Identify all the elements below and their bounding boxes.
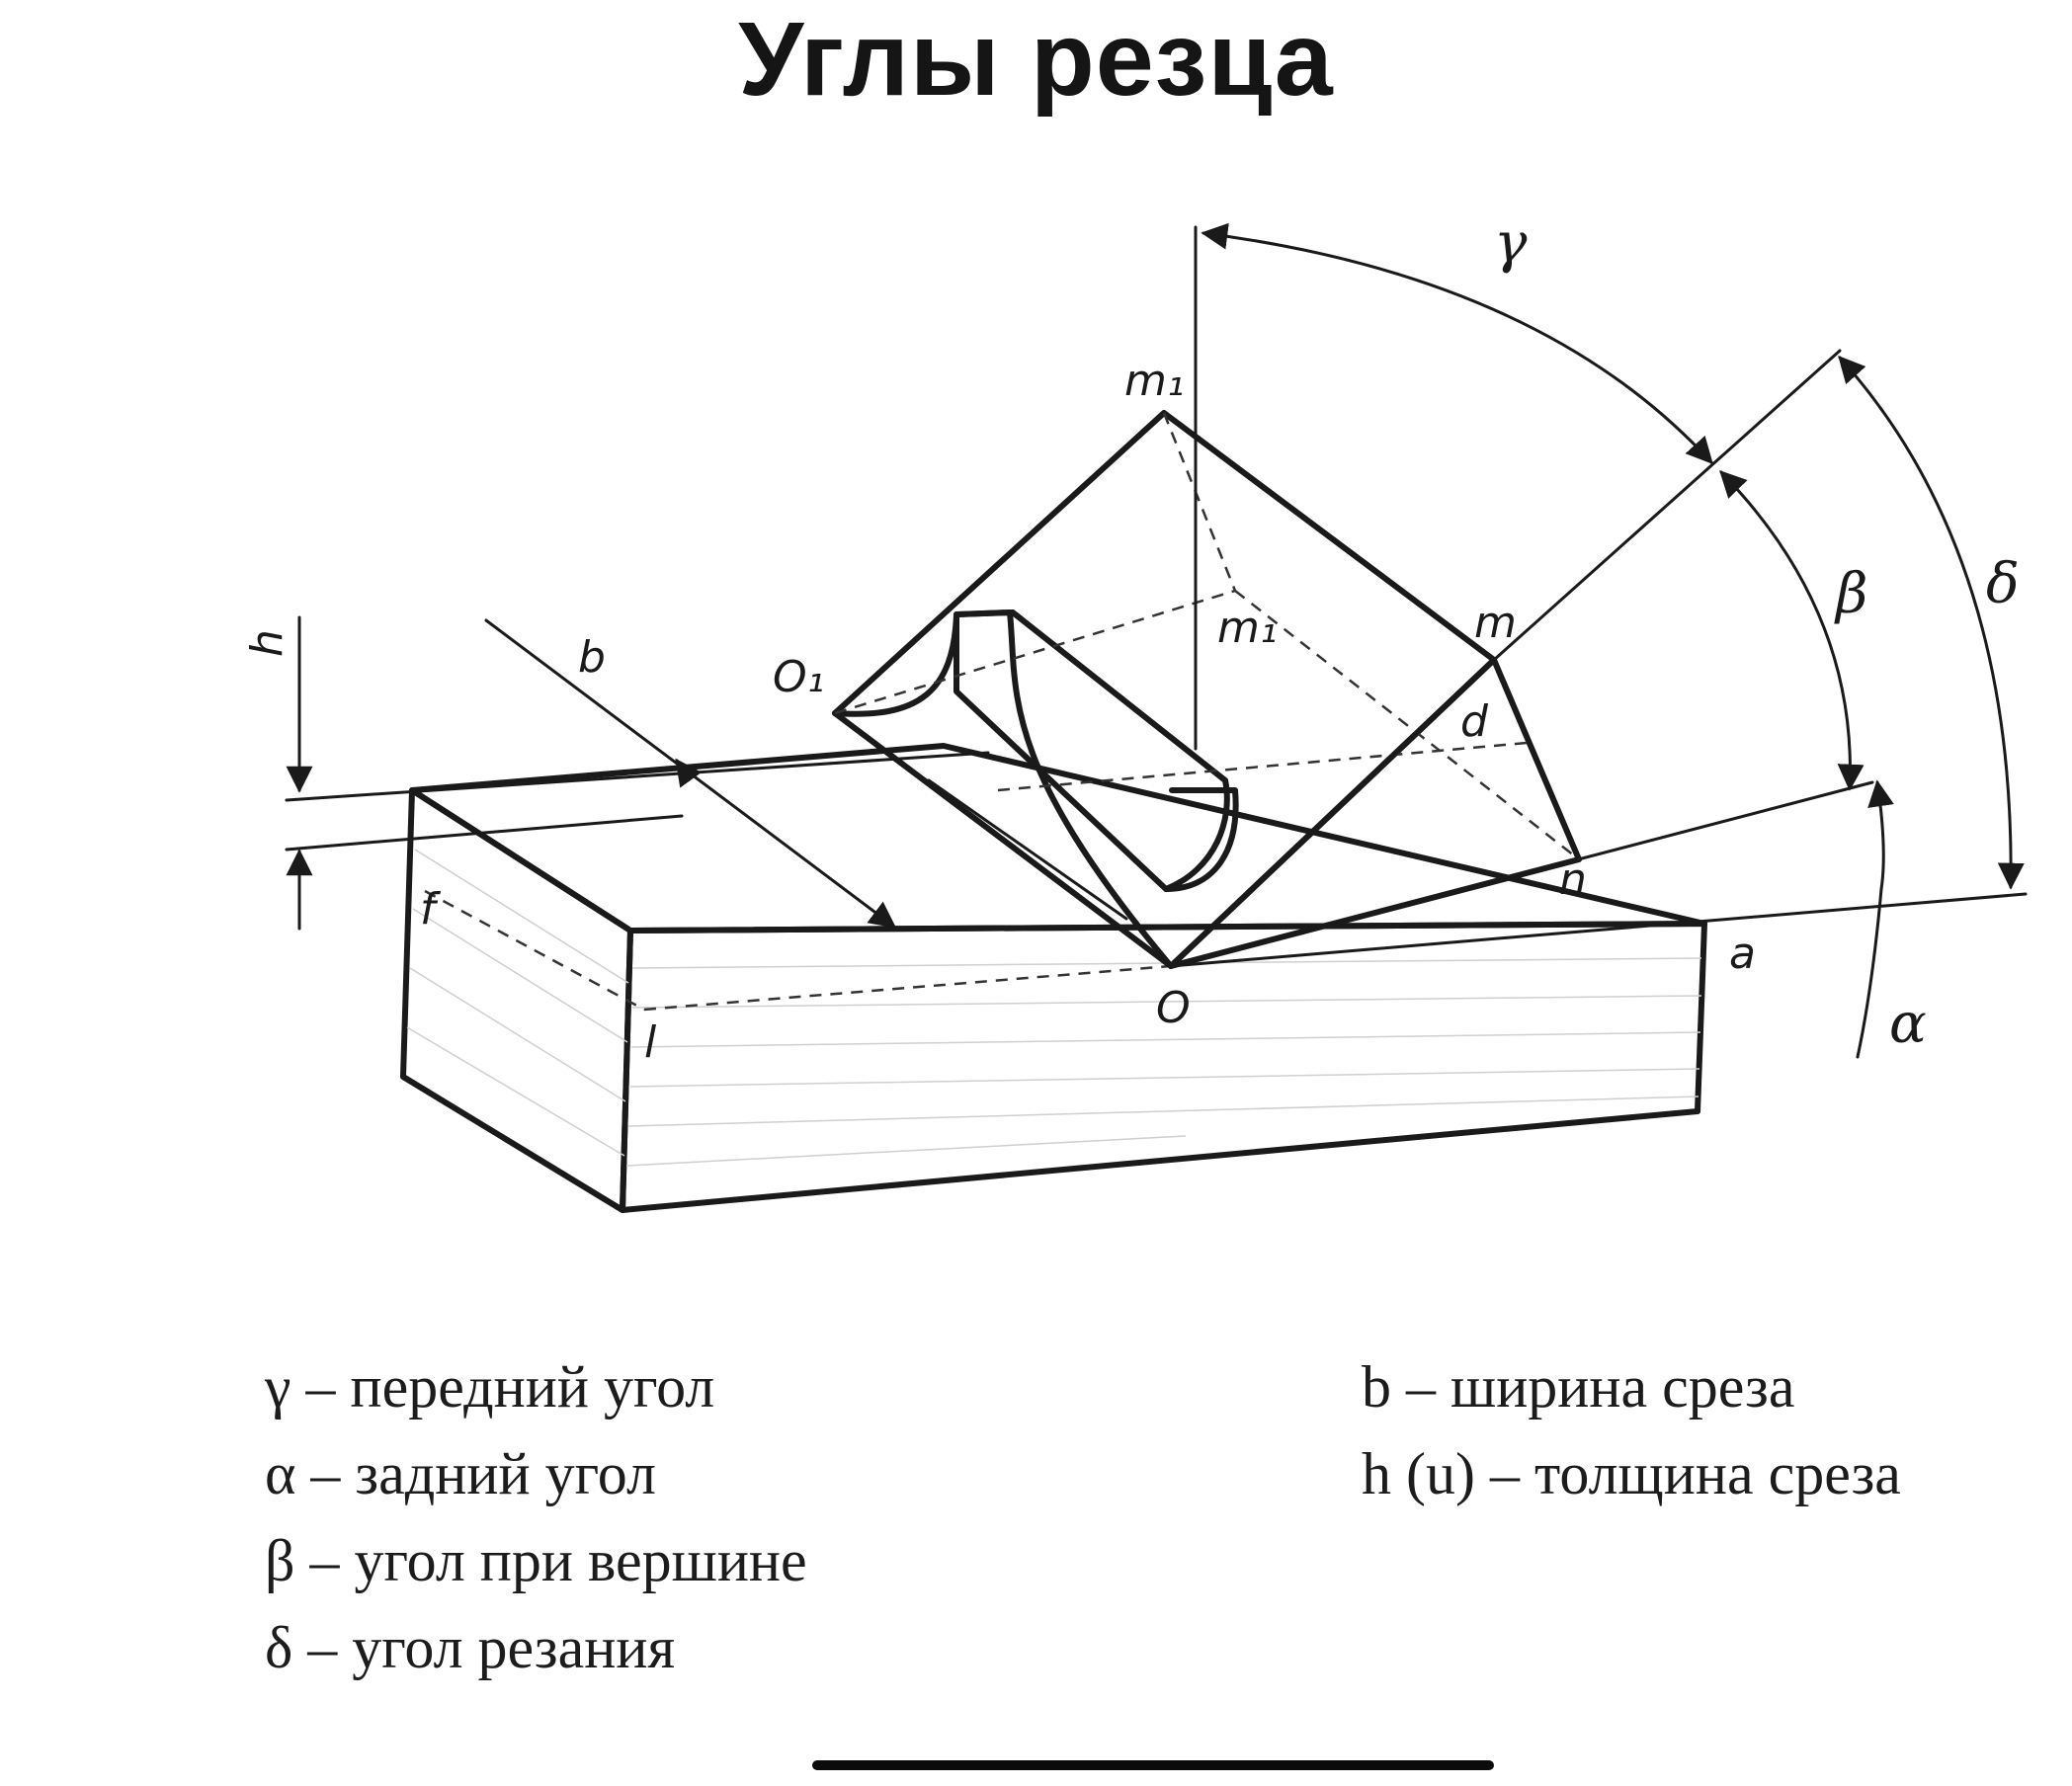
workpiece-block (285, 743, 2028, 1213)
layer-line-lower (285, 814, 684, 852)
hidden-m1-n (1234, 590, 1580, 860)
chip-edge-1 (927, 778, 1128, 921)
legend-item-delta: δ – угол резания (265, 1615, 676, 1680)
cutting-tool (832, 410, 1582, 969)
chip-roll (1163, 787, 1239, 892)
label-d: d (1460, 696, 1489, 747)
rake-extension-line (1492, 349, 1842, 662)
label-O: O (1156, 983, 1191, 1033)
label-f: f (420, 884, 442, 934)
label-alpha: α (1889, 992, 1927, 1056)
workpiece-top-face (409, 743, 1707, 934)
gamma-arc (1201, 222, 1713, 464)
angle-arcs (1201, 222, 2025, 1059)
edge-m-d (1492, 658, 1536, 758)
label-a: a (1729, 929, 1756, 979)
hidden-m1-m1 (1162, 412, 1237, 592)
edge-d-O (1169, 658, 1496, 968)
label-delta: δ (1986, 552, 2020, 616)
label-gamma: γ (1494, 211, 1528, 276)
depth-line-lO (424, 889, 645, 1012)
label-h: h (242, 629, 292, 657)
label-b: b (578, 632, 606, 683)
label-m1-top: m₁ (1124, 356, 1185, 406)
left-face-hatching (406, 849, 629, 1157)
base-line (1169, 892, 2028, 968)
label-l: l (644, 1017, 657, 1068)
label-n: n (1559, 854, 1587, 905)
legend-angles: γ – передний угол α – задний угол β – уг… (265, 1343, 807, 1691)
home-indicator-bar[interactable] (812, 1760, 1494, 1770)
legend-item-alpha: α – задний угол (265, 1441, 656, 1506)
alpha-arc (1867, 779, 1894, 891)
legend-item-gamma: γ – передний угол (265, 1354, 715, 1420)
legend-dimensions: b – ширина среза h (u) – толщина среза (1362, 1343, 1901, 1517)
delta-arc (1838, 355, 2025, 890)
layer-line-upper (285, 751, 990, 802)
chip-curl (832, 609, 1174, 969)
hidden-O1-m1 (834, 589, 1236, 715)
legend-item-b: b – ширина среза (1362, 1354, 1795, 1420)
label-O1: O₁ (773, 652, 824, 702)
hidden-d-line (997, 741, 1528, 792)
construction-lines (286, 225, 1842, 931)
page-title: Углы резца (738, 1, 1334, 118)
label-beta: β (1834, 562, 1867, 626)
workpiece-left-face (400, 787, 633, 1213)
b-dimension-tick (675, 758, 703, 788)
depth-line-lO-front (643, 964, 1172, 1012)
label-m1-mid: m₁ (1217, 603, 1278, 653)
beta-arc (1719, 470, 1865, 791)
legend-item-beta: β – угол при вершине (265, 1528, 807, 1593)
alpha-arc-lower (1856, 887, 1883, 1059)
label-m: m (1474, 598, 1517, 648)
front-face-hatching (625, 957, 1702, 1167)
legend-item-h: h (u) – толщина среза (1362, 1441, 1901, 1506)
chip-body (953, 609, 1230, 892)
